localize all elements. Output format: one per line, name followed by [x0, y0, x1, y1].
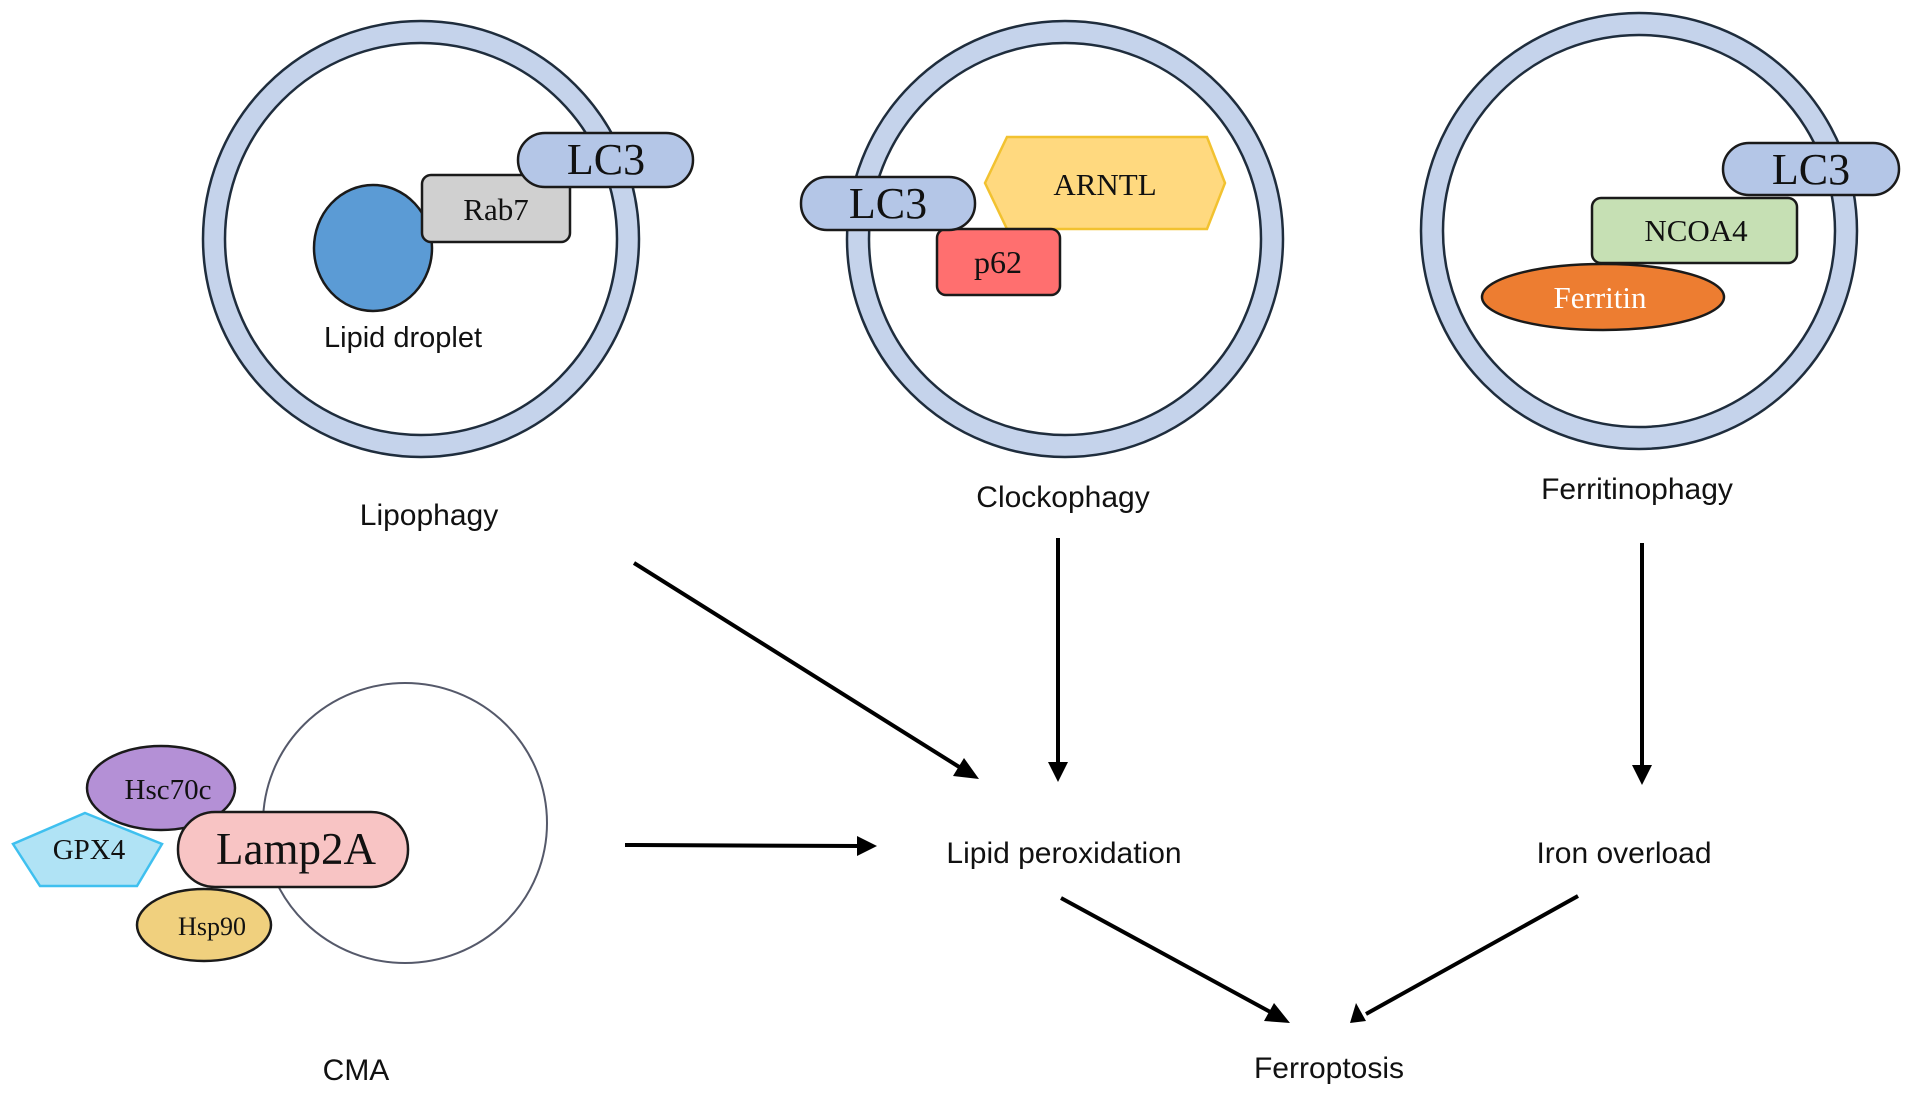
arrow-head-icon — [1048, 762, 1068, 782]
arntl-label: ARNTL — [1053, 167, 1156, 202]
arrow-head-icon — [1350, 1003, 1366, 1023]
cma-title: CMA — [323, 1054, 390, 1087]
lc3-label: LC3 — [1772, 145, 1850, 194]
lipid-peroxidation-label: Lipid peroxidation — [946, 837, 1181, 870]
ferritinophagy-autophagosome — [1419, 11, 1859, 451]
clockophagy-panel: ARNTL p62 LC3 Clockophagy — [799, 19, 1285, 514]
autophagosome-inner-edge — [867, 41, 1263, 437]
autophagosome-inner-edge — [223, 41, 619, 437]
lc3-label: LC3 — [567, 135, 645, 184]
arrows — [624, 538, 1652, 1023]
arrow-iron-overload-to-ferroptosis — [1350, 894, 1579, 1023]
arrow-shaft — [1365, 894, 1579, 1016]
rab7-label: Rab7 — [463, 192, 528, 227]
hsc70c-shape — [85, 744, 237, 832]
ferritinophagy-panel: Ferritin NCOA4 LC3 Ferritinophagy — [1419, 11, 1901, 506]
autophagosome-outer-edge — [845, 19, 1285, 459]
ncoa4-shape — [1590, 196, 1799, 265]
lipophagy-autophagosome — [201, 19, 641, 459]
arrow-lipid-peroxidation-to-ferroptosis — [1060, 896, 1290, 1023]
lc3-label: LC3 — [849, 179, 927, 228]
cma-panel: Hsc70c GPX4 Lamp2A Hsp90 CMA — [11, 682, 548, 1087]
arrow-clockophagy-to-lipid-peroxidation — [1048, 538, 1068, 782]
arrow-ferritinophagy-to-iron-overload — [1632, 543, 1652, 785]
ncoa4-label: NCOA4 — [1644, 213, 1748, 248]
arrow-head-icon — [857, 836, 877, 856]
autophagosome-inner-edge — [1441, 33, 1837, 429]
hsp90-shape — [135, 887, 273, 963]
ferritin-label: Ferritin — [1554, 280, 1647, 315]
ferritinophagy-title: Ferritinophagy — [1541, 473, 1733, 506]
arrow-head-icon — [1632, 765, 1652, 785]
clockophagy-title: Clockophagy — [976, 481, 1149, 514]
arrow-head-icon — [953, 758, 979, 779]
arrow-lipophagy-to-lipid-peroxidation — [632, 561, 979, 779]
hsc70c-label: Hsc70c — [125, 774, 212, 806]
arrow-head-icon — [1264, 1003, 1290, 1023]
lc3-shape — [516, 131, 695, 189]
rab7-shape — [420, 173, 572, 244]
gpx4-shape — [11, 811, 164, 888]
arrow-shaft — [632, 561, 966, 772]
arrow-shaft — [624, 843, 861, 848]
p62-label: p62 — [974, 244, 1022, 280]
ferroptosis-label: Ferroptosis — [1254, 1052, 1404, 1085]
lipid-droplet-shape — [312, 183, 434, 313]
autophagosome-outer-edge — [1419, 11, 1859, 451]
autophagosome-outer-edge — [201, 19, 641, 459]
hsp90-label: Hsp90 — [178, 912, 246, 941]
autophagosome-membrane — [847, 21, 1283, 457]
lipid-droplet-label: Lipid droplet — [324, 322, 482, 354]
gpx4-label: GPX4 — [53, 834, 126, 866]
lamp2a-label: Lamp2A — [216, 824, 376, 874]
autophagosome-membrane — [1421, 13, 1857, 449]
arrow-shaft — [1060, 896, 1275, 1016]
iron-overload-label: Iron overload — [1536, 837, 1711, 870]
lc3-shape — [1721, 141, 1901, 197]
lc3-shape — [799, 175, 977, 232]
clockophagy-autophagosome — [845, 19, 1285, 459]
p62-shape — [935, 227, 1062, 297]
lipophagy-panel: Rab7 LC3 Lipid droplet Lipophagy — [201, 19, 695, 532]
arrow-cma-to-lipid-peroxidation — [624, 836, 877, 856]
lamp2a-shape — [176, 810, 410, 889]
lipophagy-title: Lipophagy — [360, 499, 498, 532]
autophagosome-membrane — [203, 21, 639, 457]
